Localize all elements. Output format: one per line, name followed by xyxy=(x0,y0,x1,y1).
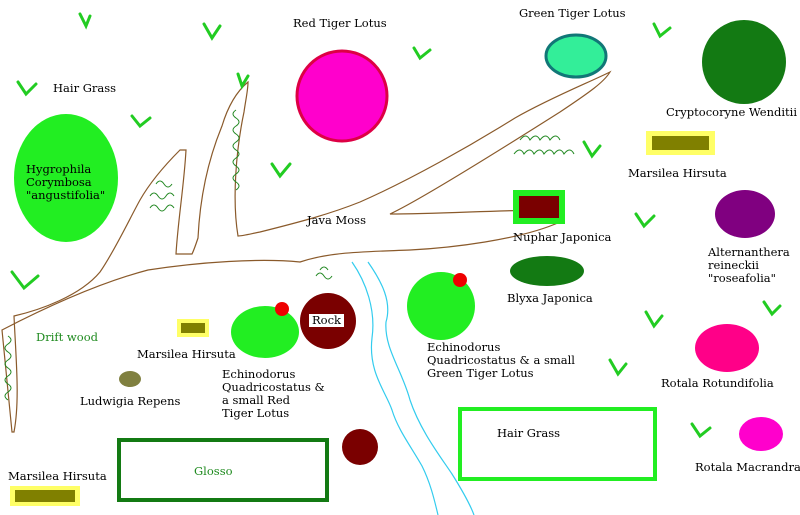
label-marsilea-bottom: Marsilea Hirsuta xyxy=(8,469,107,483)
label-alternanthera: Alternanthera reineckii "roseafolia" xyxy=(708,245,790,285)
marsilea-right-inner xyxy=(652,136,709,150)
label-nuphar: Nuphar Japonica xyxy=(513,230,612,244)
hair-grass-tufts xyxy=(10,12,782,439)
label-java-moss: Java Moss xyxy=(307,213,366,227)
label-glosso: Glosso xyxy=(194,464,233,478)
label-hair-grass-top: Hair Grass xyxy=(53,81,117,95)
label-ludwigia: Ludwigia Repens xyxy=(80,394,181,408)
driftwood-outline xyxy=(1,70,612,433)
label-green-tiger-lotus: Green Tiger Lotus xyxy=(519,6,626,20)
label-rock: Rock xyxy=(309,314,344,327)
java-moss-squiggle-1 xyxy=(232,109,240,191)
ludwigia-plant xyxy=(119,371,141,387)
echinodorus-green-dot xyxy=(453,273,467,287)
rotala-rotundifolia-plant xyxy=(695,324,759,372)
label-echinodorus-green: Echinodorus Quadricostatus & a small Gre… xyxy=(427,340,575,380)
red-tiger-lotus-plant xyxy=(295,49,389,143)
label-hair-grass-bottom: Hair Grass xyxy=(497,426,561,440)
cryptocoryne-plant xyxy=(702,20,786,104)
java-moss-squiggle-5 xyxy=(315,266,333,280)
hair-grass-bottom-area xyxy=(458,407,657,481)
label-rotala-macrandra: Rotala Macrandra xyxy=(695,460,800,474)
label-drift-wood: Drift wood xyxy=(36,330,98,344)
label-echinodorus-red: Echinodorus Quadricostatus & a small Red… xyxy=(222,367,325,420)
echinodorus-green-plant xyxy=(407,272,475,340)
alternanthera-plant xyxy=(715,190,775,238)
label-rotala-rotundifolia: Rotala Rotundifolia xyxy=(661,376,774,390)
marsilea-bottom-inner xyxy=(15,490,75,502)
java-moss-squiggle-2 xyxy=(149,180,175,212)
echinodorus-red-plant xyxy=(231,306,299,358)
water-stream-right xyxy=(367,261,475,515)
echinodorus-red-dot xyxy=(275,302,289,316)
marsilea-center-inner xyxy=(181,323,205,333)
green-tiger-lotus-plant xyxy=(544,33,608,79)
label-hygrophila: Hygrophila Corymbosa "angustifolia" xyxy=(26,162,106,202)
water-stream-left xyxy=(351,261,439,515)
label-cryptocoryne: Cryptocoryne Wenditii xyxy=(666,105,798,119)
rotala-macrandra-plant xyxy=(739,417,783,451)
label-marsilea-center: Marsilea Hirsuta xyxy=(137,347,236,361)
label-red-tiger-lotus: Red Tiger Lotus xyxy=(293,16,387,30)
label-marsilea-right: Marsilea Hirsuta xyxy=(628,166,727,180)
java-moss-squiggle-4 xyxy=(4,335,12,401)
java-moss-squiggle-3 xyxy=(513,135,575,155)
red-plant-bottom xyxy=(342,429,378,465)
blyxa-plant xyxy=(510,256,584,286)
nuphar-inner xyxy=(519,196,559,218)
label-blyxa: Blyxa Japonica xyxy=(507,291,593,305)
glosso-area xyxy=(117,438,329,502)
hygrophila-plant xyxy=(14,114,118,242)
